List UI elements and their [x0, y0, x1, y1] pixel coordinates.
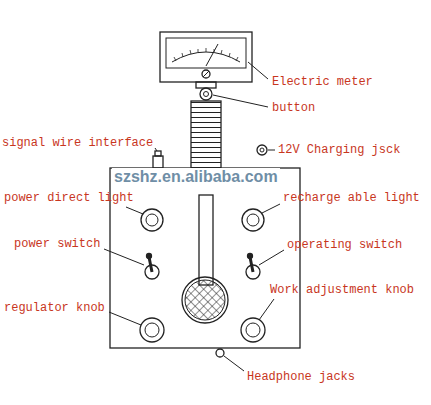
part-label: Work adjustment knob: [270, 283, 414, 297]
recharge-light: [242, 209, 264, 231]
regulator-knob: [140, 318, 164, 342]
meter-screw: [202, 70, 210, 78]
headphone-jack: [216, 349, 224, 357]
button: [200, 88, 212, 100]
work-knob: [241, 318, 265, 342]
meter-dial: [166, 38, 246, 68]
part-label: signal wire interface: [2, 136, 153, 150]
part-label: Electric meter: [272, 75, 373, 89]
charging-jack: [257, 145, 267, 155]
part-label: 12V Charging jsck: [278, 143, 400, 157]
part-label: button: [272, 101, 315, 115]
part-label: regulator knob: [4, 301, 105, 315]
part-label: power direct light: [4, 191, 134, 205]
part-label: recharge able light: [283, 191, 420, 205]
signal-connector: [153, 156, 163, 168]
meter-ticks: [174, 48, 238, 61]
operating-switch: [246, 254, 260, 280]
meter-scale: [172, 52, 240, 62]
part-label: operating switch: [287, 238, 402, 252]
speaker: [182, 277, 228, 323]
shaft: [199, 195, 213, 285]
watermark: szshz.en.alibaba.com: [112, 168, 280, 186]
leader-lines: [104, 62, 284, 371]
electric-meter: [160, 32, 252, 82]
power-switch: [145, 254, 159, 280]
housing: [110, 168, 300, 348]
power-light: [141, 209, 163, 231]
signal-connector-tip: [155, 151, 161, 156]
part-label: power switch: [14, 237, 100, 251]
meter-needle: [206, 44, 218, 66]
part-label: Headphone jacks: [247, 370, 355, 384]
meter-base: [196, 82, 216, 88]
